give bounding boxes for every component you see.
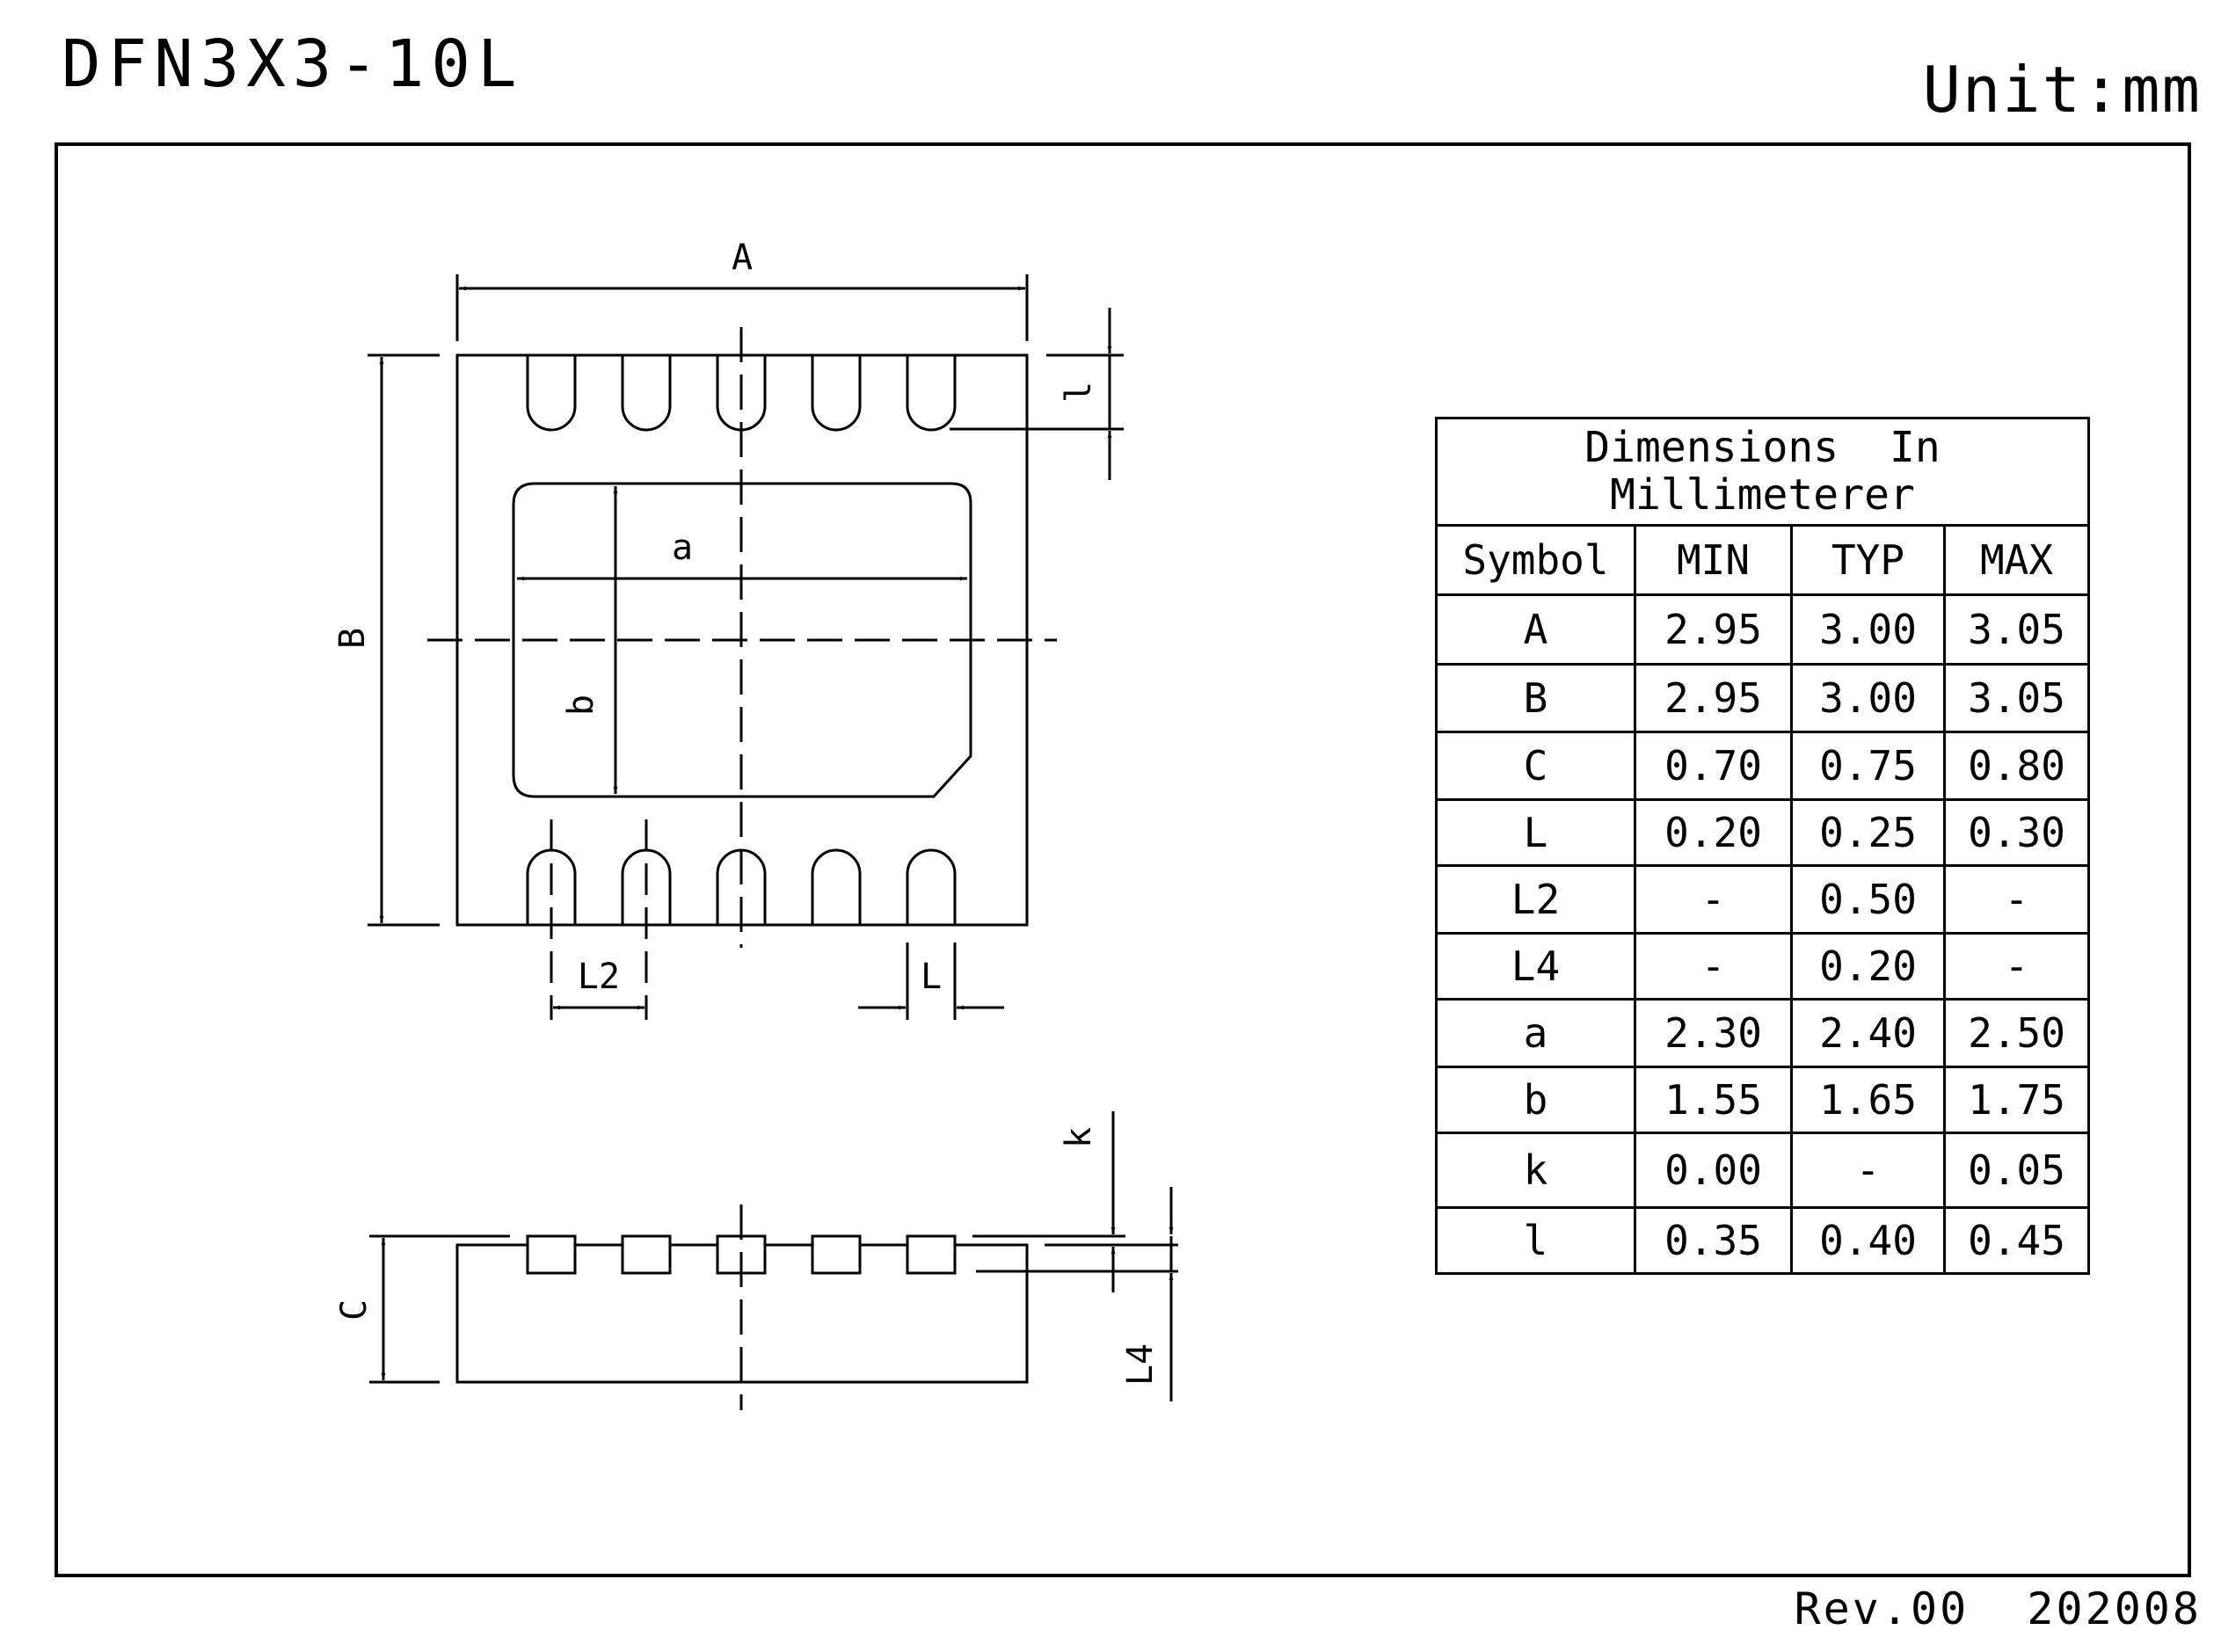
unit-label: Unit:mm	[1922, 53, 2202, 127]
cell-min: 0.70	[1634, 730, 1793, 801]
label-k: k	[1059, 1127, 1099, 1148]
header-symbol: Symbol	[1435, 523, 1636, 596]
cell-min: 2.95	[1634, 662, 1793, 733]
table-row: L4-0.20-	[1435, 931, 2091, 1001]
table-caption-line2: Millimeterer	[1610, 470, 1915, 520]
cell-symbol: L2	[1435, 863, 1636, 935]
cell-max: 0.05	[1942, 1131, 2091, 1209]
cell-typ: 2.40	[1790, 997, 1946, 1068]
label-L4: L4	[1120, 1343, 1161, 1386]
cell-max: 3.05	[1942, 662, 2091, 733]
cell-min: 2.30	[1634, 997, 1793, 1068]
table-row: L2-0.50-	[1435, 863, 2091, 935]
cell-max: 0.30	[1942, 797, 2091, 867]
cell-typ: 3.00	[1790, 662, 1946, 733]
cell-typ: 0.75	[1790, 730, 1946, 801]
cell-symbol: L	[1435, 797, 1636, 867]
cell-min: -	[1634, 931, 1793, 1001]
cell-max: -	[1942, 931, 2091, 1001]
cell-min: 2.95	[1634, 593, 1793, 666]
revision-label: Rev.00 202008	[1794, 1583, 2202, 1634]
cell-typ: 0.25	[1790, 797, 1946, 867]
exposed-pad	[512, 482, 972, 798]
label-C: C	[334, 1299, 375, 1321]
cell-typ: -	[1790, 1131, 1946, 1209]
cell-typ: 0.20	[1790, 931, 1946, 1001]
cell-typ: 3.00	[1790, 593, 1946, 666]
cell-min: 0.00	[1634, 1131, 1793, 1209]
table-caption-row: Dimensions In Millimeterer	[1434, 417, 2091, 527]
cell-min: 1.55	[1634, 1065, 1793, 1134]
cell-symbol: k	[1435, 1131, 1636, 1209]
cell-typ: 0.50	[1790, 863, 1946, 935]
cell-max: 0.80	[1942, 730, 2091, 801]
cell-symbol: a	[1435, 997, 1636, 1068]
cell-max: -	[1942, 863, 2091, 935]
label-L2: L2	[578, 957, 620, 997]
header-min: MIN	[1634, 523, 1793, 596]
cell-min: -	[1634, 863, 1793, 935]
cell-max: 3.05	[1942, 593, 2091, 666]
cell-symbol: l	[1435, 1205, 1636, 1276]
header-typ: TYP	[1790, 523, 1946, 596]
table-caption-line1: Dimensions In	[1584, 423, 1941, 473]
label-A: A	[732, 237, 753, 278]
cell-symbol: B	[1435, 662, 1636, 733]
label-L: L	[921, 957, 942, 997]
cell-min: 0.20	[1634, 797, 1793, 867]
label-a: a	[672, 528, 693, 568]
label-B: B	[332, 628, 373, 649]
package-title: DFN3X3-10L	[62, 26, 524, 102]
dimensions-table: Dimensions In Millimeterer Symbol MIN TY…	[1434, 417, 2091, 1276]
cell-typ: 0.40	[1790, 1205, 1946, 1276]
header-max: MAX	[1942, 523, 2091, 596]
label-b: b	[561, 695, 601, 716]
cell-typ: 1.65	[1790, 1065, 1946, 1134]
cell-max: 2.50	[1942, 997, 2091, 1068]
drawing-frame	[55, 142, 2191, 1577]
cell-min: 0.35	[1634, 1205, 1793, 1276]
table-header-row: Symbol MIN TYP MAX	[1435, 523, 2091, 596]
table-caption: Dimensions In Millimeterer	[1434, 417, 2091, 527]
cell-symbol: C	[1435, 730, 1636, 801]
cell-symbol: b	[1435, 1065, 1636, 1134]
cell-symbol: L4	[1435, 931, 1636, 1001]
cell-max: 1.75	[1942, 1065, 2091, 1134]
label-l: l	[1059, 382, 1099, 403]
cell-max: 0.45	[1942, 1205, 2091, 1276]
cell-symbol: A	[1435, 593, 1636, 666]
